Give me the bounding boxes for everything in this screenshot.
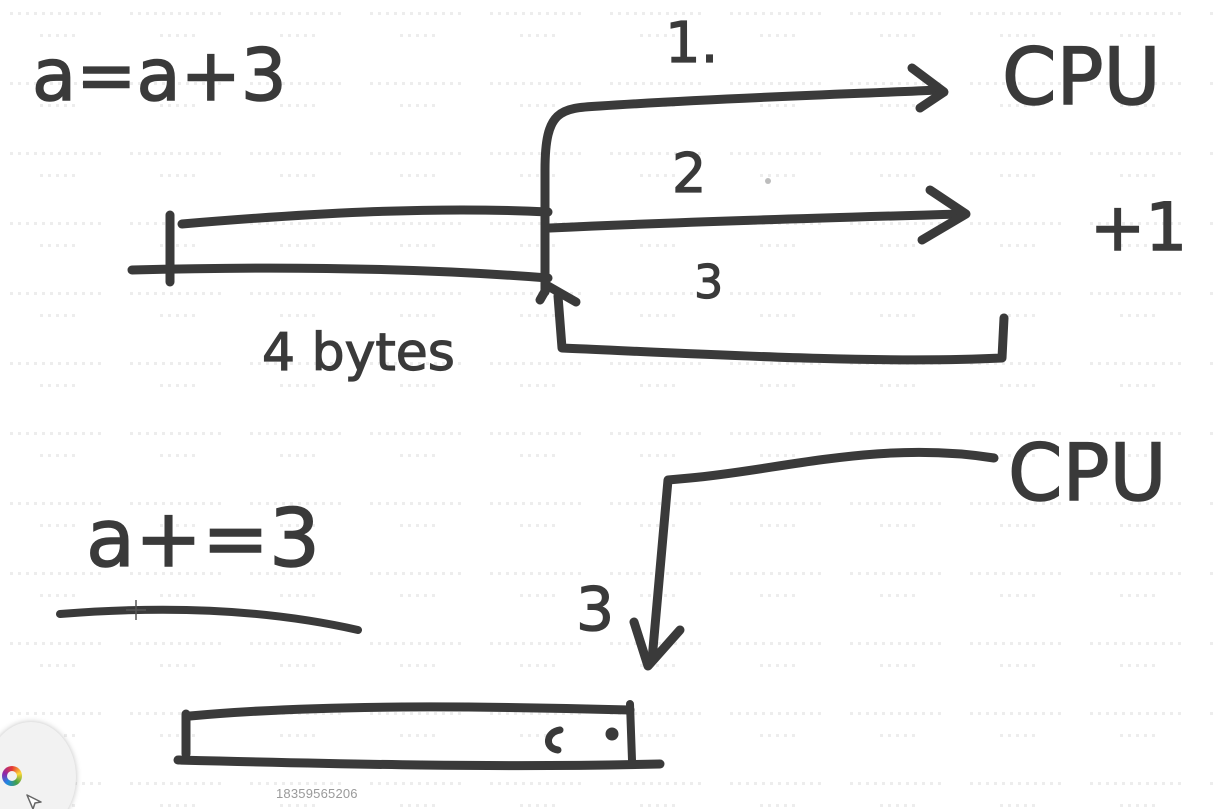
arrow-1-line	[540, 85, 945, 297]
arrow-2-line	[545, 209, 967, 233]
memory-cell-2-top-edge	[185, 702, 635, 721]
step-label-1: 1.	[665, 11, 718, 76]
equation-text: a=a+3	[32, 33, 287, 117]
crosshair-cursor-icon	[126, 600, 146, 620]
memory-cell-2-dot	[605, 727, 619, 741]
plus-one-label: +1	[1090, 189, 1187, 266]
bytes-label: 4 bytes	[262, 323, 455, 383]
equation-a-plus-equals-3: a+=3	[86, 492, 320, 585]
arrow-3-head	[535, 281, 581, 307]
color-wheel-icon[interactable]	[2, 766, 22, 786]
memory-cell-2-mark	[545, 726, 564, 754]
step-label-2: 2	[672, 142, 706, 205]
underline	[56, 605, 362, 634]
memory-cell-top-edge	[177, 205, 553, 229]
arrow-direct-line	[647, 447, 999, 665]
pointer-icon[interactable]	[24, 792, 44, 809]
memory-cell-2-right-edge	[626, 700, 636, 764]
arrow-three-label: 3	[576, 575, 614, 645]
arrow-2-head	[917, 185, 971, 245]
cpu-label-bottom: CPU	[1008, 429, 1167, 519]
arrow-3-line	[553, 291, 1009, 365]
arrow-1-head	[907, 63, 949, 113]
watermark-text: 18359565206	[276, 786, 358, 801]
step-label-3: 3	[694, 255, 723, 309]
equation-a-equals-a-plus-3: a=a+3	[31, 32, 287, 118]
memory-cell-bottom-edge	[127, 263, 553, 283]
memory-cell-2-bottom-edge	[173, 755, 665, 771]
arrow-direct-head	[629, 617, 685, 671]
stray-dot	[765, 178, 771, 184]
cpu-label-top: CPU	[1002, 33, 1161, 123]
